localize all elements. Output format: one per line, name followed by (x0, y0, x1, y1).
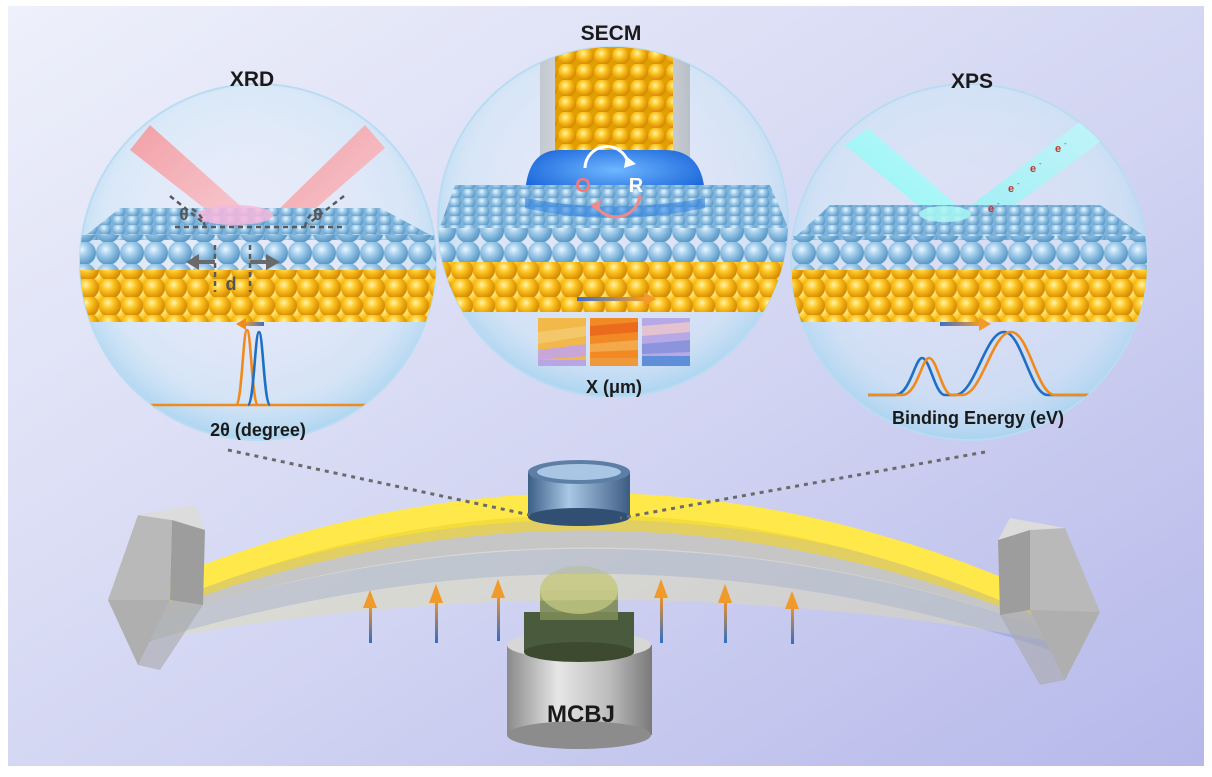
blue-atom-layer (792, 236, 1147, 276)
electron-label: e (988, 203, 994, 215)
xray-beam (845, 128, 960, 222)
xps-panel (790, 83, 1148, 441)
secm-map-tile (590, 318, 638, 366)
secm-title: SECM (581, 22, 642, 45)
right-clamp (998, 518, 1100, 685)
peak-shift-arrow-icon (236, 318, 264, 330)
oxidized-label: O (575, 175, 591, 197)
electrochemical-cell (528, 460, 630, 526)
mcbj-device (108, 460, 1100, 749)
arrow-right-icon (250, 254, 280, 270)
strain-arrows (363, 579, 799, 644)
electron-labels: e - e - e - e - (988, 139, 1067, 215)
reduced-label: R (629, 175, 644, 197)
zoom-connector-lines (227, 448, 986, 520)
xrd-panel (79, 83, 437, 441)
xrd-axis-label: 2θ (degree) (210, 420, 306, 440)
connector-right (619, 450, 986, 520)
secm-axis-label: X (μm) (586, 377, 642, 397)
blue-atom-layer (80, 235, 436, 275)
mcbj-label: MCBJ (547, 701, 615, 728)
connector-left (227, 448, 531, 517)
strain-arrow-icon (654, 579, 668, 643)
electron-label: e (1055, 143, 1061, 155)
strain-arrow-icon (718, 584, 732, 643)
svg-text:-: - (1039, 159, 1042, 168)
probe-gold-wire (555, 47, 673, 160)
xrd-title: XRD (230, 68, 274, 91)
gradient-arrow-icon (940, 317, 991, 331)
svg-text:-: - (1064, 139, 1067, 148)
arrow-left-icon (186, 254, 215, 270)
substrate-shadow (138, 548, 1050, 650)
svg-text:-: - (1017, 179, 1020, 188)
left-clamp (108, 505, 205, 670)
theta-right: θ (313, 205, 322, 224)
xrd-spectrum (138, 328, 370, 407)
blue-atom-layer (438, 228, 788, 266)
xrd-peak-strained (234, 328, 260, 407)
text-labels: XRD SECM XPS 2θ (degree) X (μm) Binding … (179, 22, 1067, 728)
xps-axis-label: Binding Energy (eV) (892, 408, 1064, 428)
secm-map-tile (642, 318, 690, 366)
lattice-top-layer (792, 205, 1147, 240)
strain-arrow-icon (429, 584, 443, 643)
secm-panel (437, 46, 789, 398)
theta-left: θ (179, 205, 188, 224)
incident-beam (130, 125, 245, 222)
lattice-spacing-label: d (226, 274, 237, 294)
xps-title: XPS (951, 70, 993, 93)
electron-label: e (1030, 163, 1036, 175)
diffracted-beam (278, 125, 385, 222)
electron-label: e (1008, 183, 1014, 195)
strain-arrow-icon (363, 590, 377, 643)
secm-map-tiles (538, 318, 690, 366)
pusher-rod (524, 566, 634, 662)
xps-curve-strained (868, 330, 1090, 397)
svg-text:-: - (997, 199, 1000, 208)
secm-map-tile (538, 318, 586, 366)
xps-spectrum (868, 330, 1090, 397)
xps-curve-original (868, 330, 1090, 397)
photoelectron-beam (965, 118, 1105, 228)
strain-arrow-icon (491, 579, 505, 641)
strain-arrow-icon (785, 591, 799, 644)
xrd-peak-original (246, 330, 272, 407)
lattice-top-layer (80, 208, 436, 240)
cycle-arrows-icon (583, 145, 642, 219)
gradient-arrow-icon (577, 292, 656, 306)
